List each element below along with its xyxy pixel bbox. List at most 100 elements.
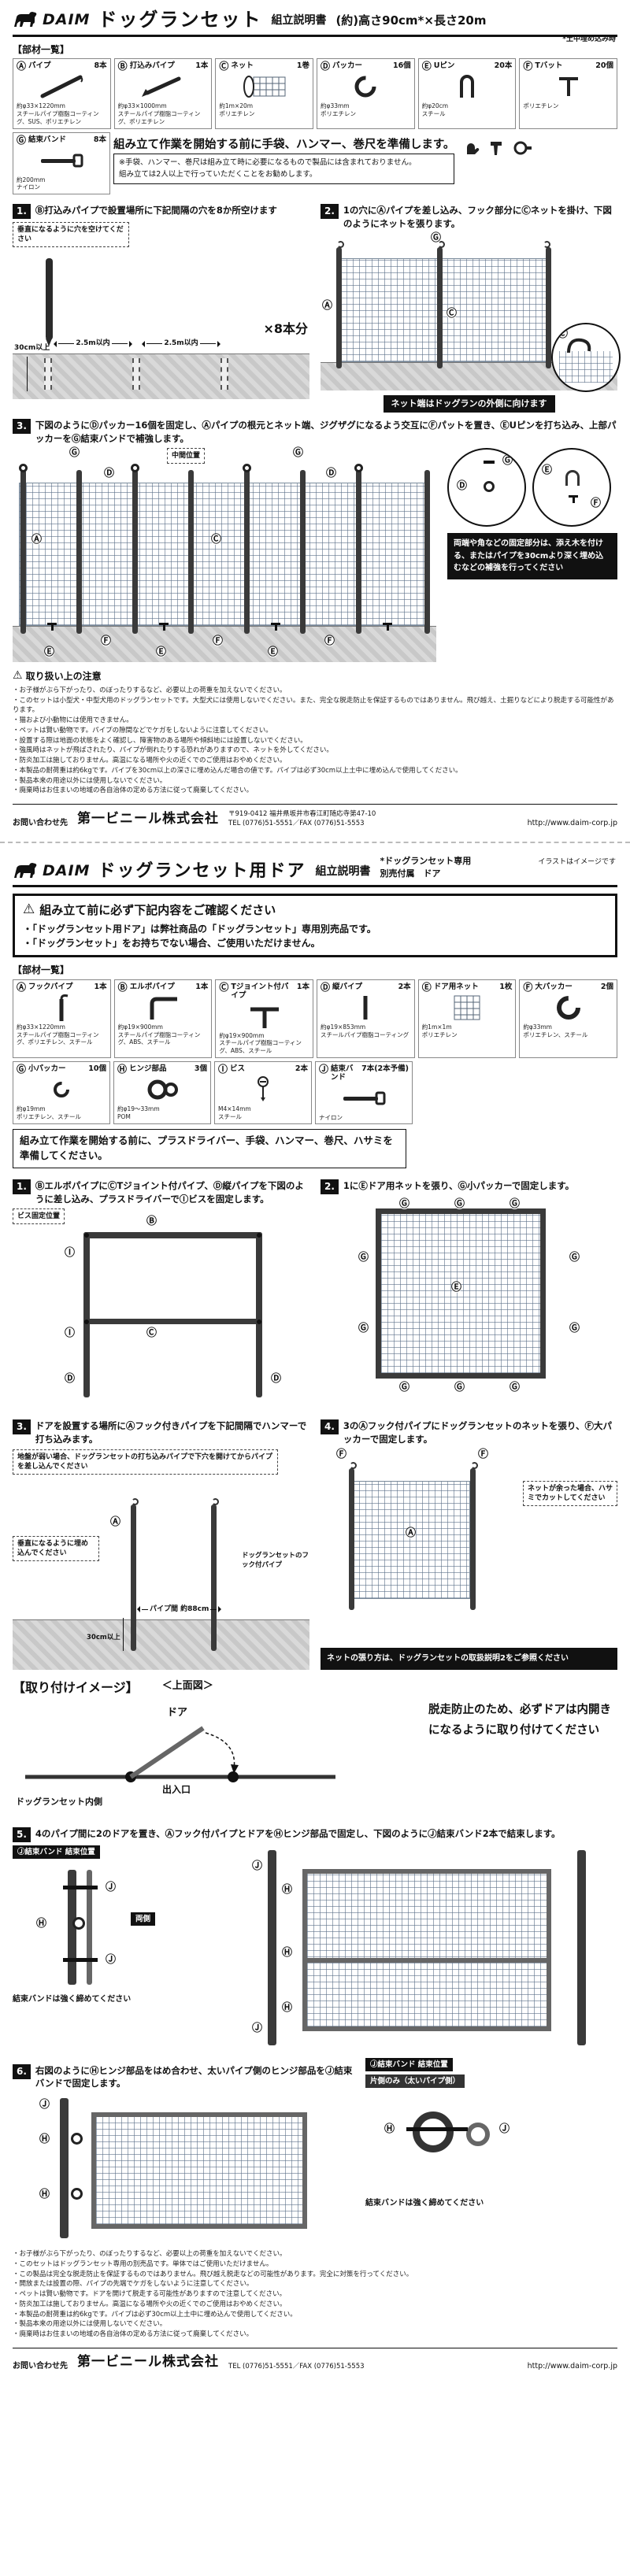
step3-text: 下図のようにⒹパッカー16個を固定し、Ⓐパイプの根元とネット端、ジグザグになるよ… — [35, 419, 617, 444]
part-key: Ⓘ — [218, 1063, 228, 1075]
part-qty: 2本 — [398, 982, 411, 991]
spacing-label: 2.5m以内 — [76, 339, 110, 348]
packer-ring — [243, 464, 251, 473]
ground-strip — [13, 1619, 309, 1670]
label-tie-j: Ⓙ — [39, 2099, 50, 2112]
fence-pole — [132, 470, 138, 635]
hinge-mark — [71, 2188, 83, 2200]
label-small-packer-g: Ⓖ — [510, 1197, 521, 1210]
step2-number: 2. — [321, 204, 339, 219]
prep-main-text: 組み立て作業を開始する前に手袋、ハンマー、巻尺を準備します。 — [113, 138, 455, 151]
part-name: 大パッカー — [535, 982, 573, 991]
part-material: スチール — [218, 1112, 242, 1120]
manual-page-dogrun-set: DAIM ドッグランセット 組立説明書 (約)高さ90cm*×長さ20m *土中… — [0, 0, 630, 838]
door-crossbar — [307, 1957, 547, 1963]
prep-note2: 組み立ては2人以上で行っていただくことをお勧めします。 — [119, 169, 317, 179]
part-spec: M4×14mm — [218, 1105, 251, 1112]
net-reference-box: ネットの張り方は、ドッグランセットの取扱説明2をご参照ください — [321, 1648, 617, 1670]
hook-icon — [132, 1497, 139, 1505]
thick-pipe-hinge-ring — [413, 2112, 454, 2153]
hole-mark — [44, 357, 52, 390]
label-hinge-h: Ⓗ — [36, 1918, 47, 1930]
step-text: 右図のようにⒽヒンジ部品をはめ合わせ、太いパイプ側のヒンジ部品をⒿ結束バンドで固… — [35, 2064, 353, 2089]
spacing-measure-1: 2.5m以内 — [54, 339, 132, 349]
step1-section: 1.Ⓑ打込みパイプで設置場所に下記間隔の穴を8か所空けます 垂直になるように穴を… — [13, 198, 309, 413]
dog-logo-icon — [14, 862, 37, 878]
company-tel: TEL (0776)51-5551／FAX (0776)51-5553 — [228, 2363, 365, 2371]
part-spec: 約φ33mm — [523, 1023, 552, 1031]
thin-pipe-hinge-ring — [466, 2123, 490, 2147]
pre-assembly-confirm-box: ⚠組み立て前に必ず下記内容をご確認ください ・「ドッグランセット用ドア」は弊社商… — [13, 894, 617, 958]
part-key: Ⓒ — [219, 981, 229, 993]
part-spec: 約φ19×853mm — [321, 1023, 366, 1031]
step3-number: 3. — [13, 418, 31, 434]
page1-parts-heading: 【部材一覧】 — [13, 43, 70, 55]
label-pipe-a: Ⓐ — [322, 300, 333, 313]
exit-label: 出入口 — [162, 1784, 191, 1796]
page2-sub1: *ドッグランセット専用 — [380, 855, 472, 866]
confirm-line1: ・「ドッグランセット用ドア」は弊社商品の「ドッグランセット」専用別売品です。 — [23, 923, 376, 935]
part-material: スチールパイプ樹脂コーティング、SUS、ポリエチレン — [17, 110, 99, 125]
hook-icon — [471, 1461, 478, 1469]
part-name: 結束バンド — [28, 135, 66, 144]
step3-section: 3.下図のようにⒹパッカー16個を固定し、Ⓐパイプの根元とネット端、ジグザグにな… — [13, 418, 617, 663]
weak-ground-callout: 地盤が弱い場合、ドッグランセットの打ち込みパイプで下穴を開けてからパイプを差し込… — [13, 1449, 278, 1475]
part-material: ナイロン — [17, 183, 40, 191]
band-detail — [484, 461, 495, 464]
note-item: ・開放または設置の際、パイプの先端でケガをしないように注意してください。 — [13, 2280, 254, 2289]
label-hinge-h: Ⓗ — [282, 2001, 293, 2014]
mid-position-callout: 中間位置 — [167, 448, 206, 464]
part-name: 打込みパイプ — [129, 61, 175, 71]
label-hinge-h: Ⓗ — [282, 1883, 293, 1896]
note-item: ・ペットは賢い動物です。パイプの隙間などでケガをしないように注意してください。 — [13, 726, 272, 735]
part-material: ポリエチレン — [321, 110, 357, 118]
vertical-callout: 垂直になるように埋め込んでください — [13, 1535, 99, 1561]
part-key: Ⓔ — [421, 981, 432, 993]
fence-pole — [546, 247, 551, 369]
top-view-label: ＜上面図＞ — [161, 1679, 213, 1692]
t-butt-mark — [383, 623, 392, 631]
part-qty: 10個 — [88, 1064, 106, 1073]
door-step4-section: 4.3のⒶフック付パイプにドッグランセットのネットを張り、Ⓕ大パッカーで固定しま… — [321, 1413, 617, 1670]
label-net-c: Ⓒ — [211, 534, 222, 546]
step2-figure: Ⓐ Ⓒ Ⓖ Ⓒ — [321, 233, 621, 393]
step5-detail-panel: Ⓙ結束バンド 結束位置 Ⓙ Ⓙ Ⓗ 両側 結束バンドは強く締めてください — [13, 1845, 225, 2050]
part-name: ヒンジ部品 — [129, 1064, 167, 1073]
label-small-packer-g: Ⓖ — [358, 1322, 369, 1334]
note-item: ・防炎加工は施しておりません。高温になる場所や火の近くでのご使用はおやめください… — [13, 757, 287, 765]
part-spec: 約φ19～33mm — [117, 1105, 160, 1112]
cable-tie-mark — [63, 1886, 98, 1890]
part-material: スチールパイプ樹脂コーティング、ABS、スチール — [219, 1039, 302, 1055]
note-item: ・ペットは賢い動物です。ドアを開けて脱走する可能性がありますので注意してください… — [13, 2290, 287, 2299]
part-qty: 2本 — [295, 1064, 308, 1073]
contact-label: お問い合わせ先 — [13, 2361, 68, 2371]
note-item: ・製品本来の用途以外には使用しないでください。 — [13, 2320, 167, 2329]
t-butt-mark — [47, 623, 57, 631]
company-url[interactable]: http://www.daim-corp.jp — [527, 2362, 617, 2371]
screw-mark — [84, 1319, 89, 1325]
hook-post — [349, 1468, 354, 1610]
hook-icon — [212, 1497, 219, 1505]
part-key: Ⓑ — [117, 981, 128, 993]
dog-logo-icon — [14, 12, 37, 28]
tighten-note: 結束バンドは強く締めてください — [13, 1995, 132, 2004]
part-key: Ⓐ — [17, 61, 27, 72]
note-item: ・廃棄時はお住まいの地域の各自治体の定める方法に従って廃棄してください。 — [13, 786, 254, 795]
right-vertical-pipe — [256, 1232, 262, 1398]
label-small-packer-g: Ⓖ — [358, 1251, 369, 1264]
page2-header: DAIM ドッグランセット用ドア 組立説明書 *ドッグランセット専用 別売付属 … — [13, 856, 617, 888]
door-step2-section: 2.1にⒺドア用ネットを張り、Ⓖ小パッカーで固定します。 Ⓔ Ⓖ Ⓖ Ⓖ Ⓖ Ⓖ… — [321, 1173, 617, 1405]
one-side-chip: 片側のみ（太いパイプ側） — [365, 2074, 465, 2089]
t-butt-icon — [523, 71, 613, 102]
door-notes-section: ・お子様がぶら下がったり、のぼったりするなど、必要以上の荷重を加えないでください… — [13, 2249, 617, 2340]
door-label: ドア — [167, 1707, 188, 1719]
company-url[interactable]: http://www.daim-corp.jp — [527, 819, 617, 828]
notes-list: ・お子様がぶら下がったり、のぼったりするなど、必要以上の荷重を加えないでください… — [13, 686, 617, 796]
label-packer-d: Ⓓ — [457, 480, 468, 493]
vertical-pipe-icon — [321, 992, 411, 1023]
